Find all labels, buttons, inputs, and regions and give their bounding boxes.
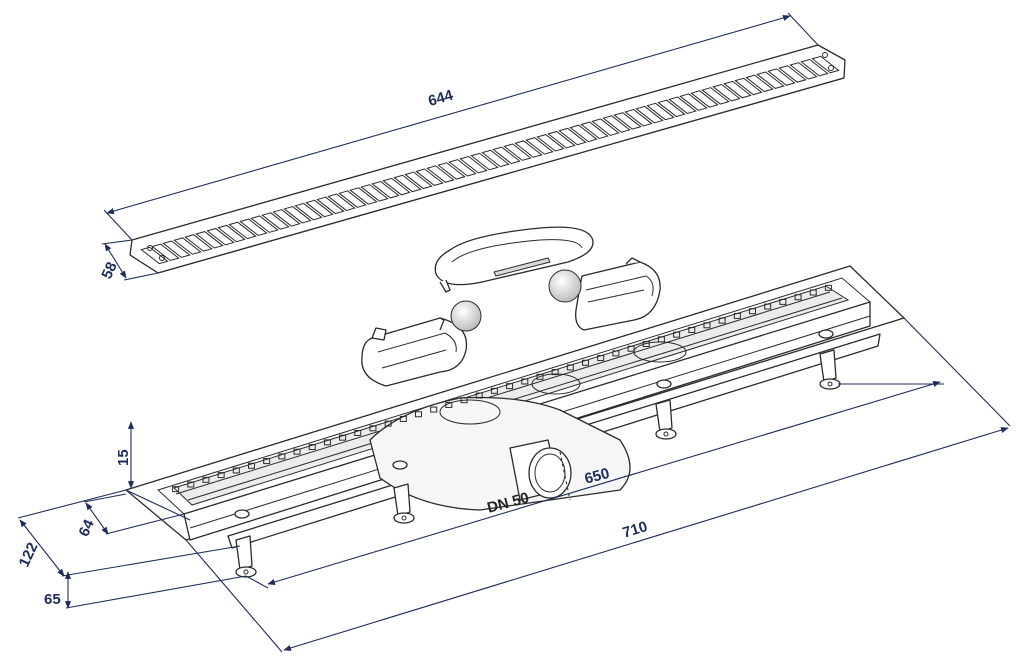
channel-clip: [582, 359, 589, 366]
channel-clip: [551, 369, 559, 376]
dim-label-58: 58: [98, 259, 120, 281]
grate-slat: [206, 227, 235, 246]
grate-slat: [140, 246, 169, 265]
grate-slat: [800, 58, 829, 77]
grate-slat: [217, 224, 246, 243]
dim-label-15: 15: [115, 449, 132, 466]
channel-clip: [718, 317, 726, 324]
channel-clip: [202, 476, 210, 483]
grate-slat: [250, 215, 279, 233]
channel-clip: [187, 481, 195, 488]
channel-clip: [642, 341, 650, 348]
dim-label-64: 64: [75, 516, 98, 539]
seal-ball-left: [450, 300, 482, 332]
channel-clip: [172, 486, 180, 493]
end-cap-right: [575, 257, 661, 331]
seal-ball-right: [548, 269, 582, 303]
dimension-foot-height: 65: [44, 571, 247, 609]
channel-clip: [764, 303, 772, 310]
dim-label-122: 122: [16, 540, 42, 570]
end-cap-left: [361, 317, 468, 387]
channel-clip: [657, 336, 665, 343]
channel-clip: [809, 289, 817, 296]
foot-1: [235, 535, 257, 578]
grate-slat: [151, 243, 180, 262]
dimension-inner-width: 64: [75, 493, 185, 539]
dimension-grate-width: 58: [98, 239, 159, 282]
channel-clip: [566, 364, 574, 371]
grate-slat: [184, 234, 213, 252]
seal-balls: [450, 269, 582, 332]
channel-clip: [688, 326, 696, 333]
channel-clip: [232, 467, 240, 474]
grate-slat: [811, 55, 840, 74]
channel-clip: [824, 284, 832, 291]
channel-clip: [536, 373, 544, 380]
channel-clip: [794, 294, 802, 301]
channel-clip: [749, 308, 756, 315]
dim-label-644: 644: [426, 87, 455, 110]
channel-clip: [627, 345, 635, 352]
channel-clip: [597, 355, 605, 362]
grate-slat: [162, 240, 191, 258]
dim-label-65: 65: [44, 591, 61, 608]
channel-clip: [733, 312, 741, 319]
grate-slat: [239, 218, 268, 237]
grate-slat: [195, 231, 224, 249]
dimension-grate-length: 644: [103, 12, 819, 241]
dimension-total-length: 710: [185, 317, 1011, 653]
channel-clip: [673, 331, 681, 338]
grate-slat: [789, 62, 818, 80]
dim-label-710: 710: [621, 518, 650, 542]
end-cap-top: [434, 226, 594, 293]
channel-clip: [217, 472, 225, 479]
channel-clip: [612, 350, 620, 357]
channel-clip: [703, 322, 711, 329]
grate-slat: [228, 221, 257, 240]
grate-slat: [173, 237, 202, 255]
channel-clip: [248, 462, 255, 469]
channel-clip: [779, 298, 787, 305]
